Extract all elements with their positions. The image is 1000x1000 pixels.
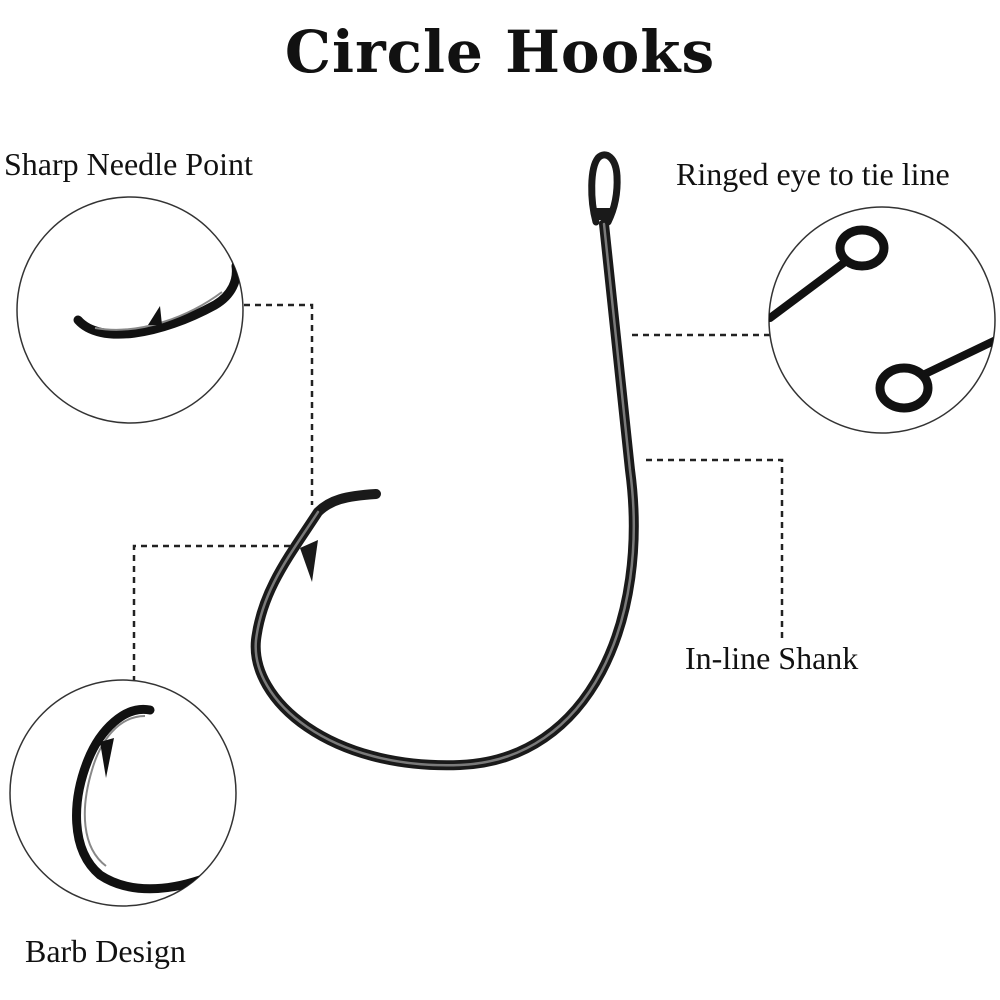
- label-ringed-eye: Ringed eye to tie line: [676, 156, 950, 192]
- leader-lines: [132, 303, 784, 680]
- circle-hook-icon: [250, 151, 639, 771]
- page-title: Circle Hooks: [284, 18, 716, 86]
- zoom-circle-needle-point: [16, 196, 244, 424]
- zoom-circle-ringed-eye: [768, 206, 996, 434]
- leader-inline-shank: [646, 458, 784, 640]
- label-inline-shank: In-line Shank: [685, 640, 859, 676]
- leader-needle-point: [244, 303, 314, 505]
- leader-barb-design: [132, 544, 290, 680]
- zoom-circle-barb-design: [9, 679, 237, 907]
- label-sharp-needle-point: Sharp Needle Point: [4, 146, 253, 182]
- label-barb-design: Barb Design: [25, 933, 186, 969]
